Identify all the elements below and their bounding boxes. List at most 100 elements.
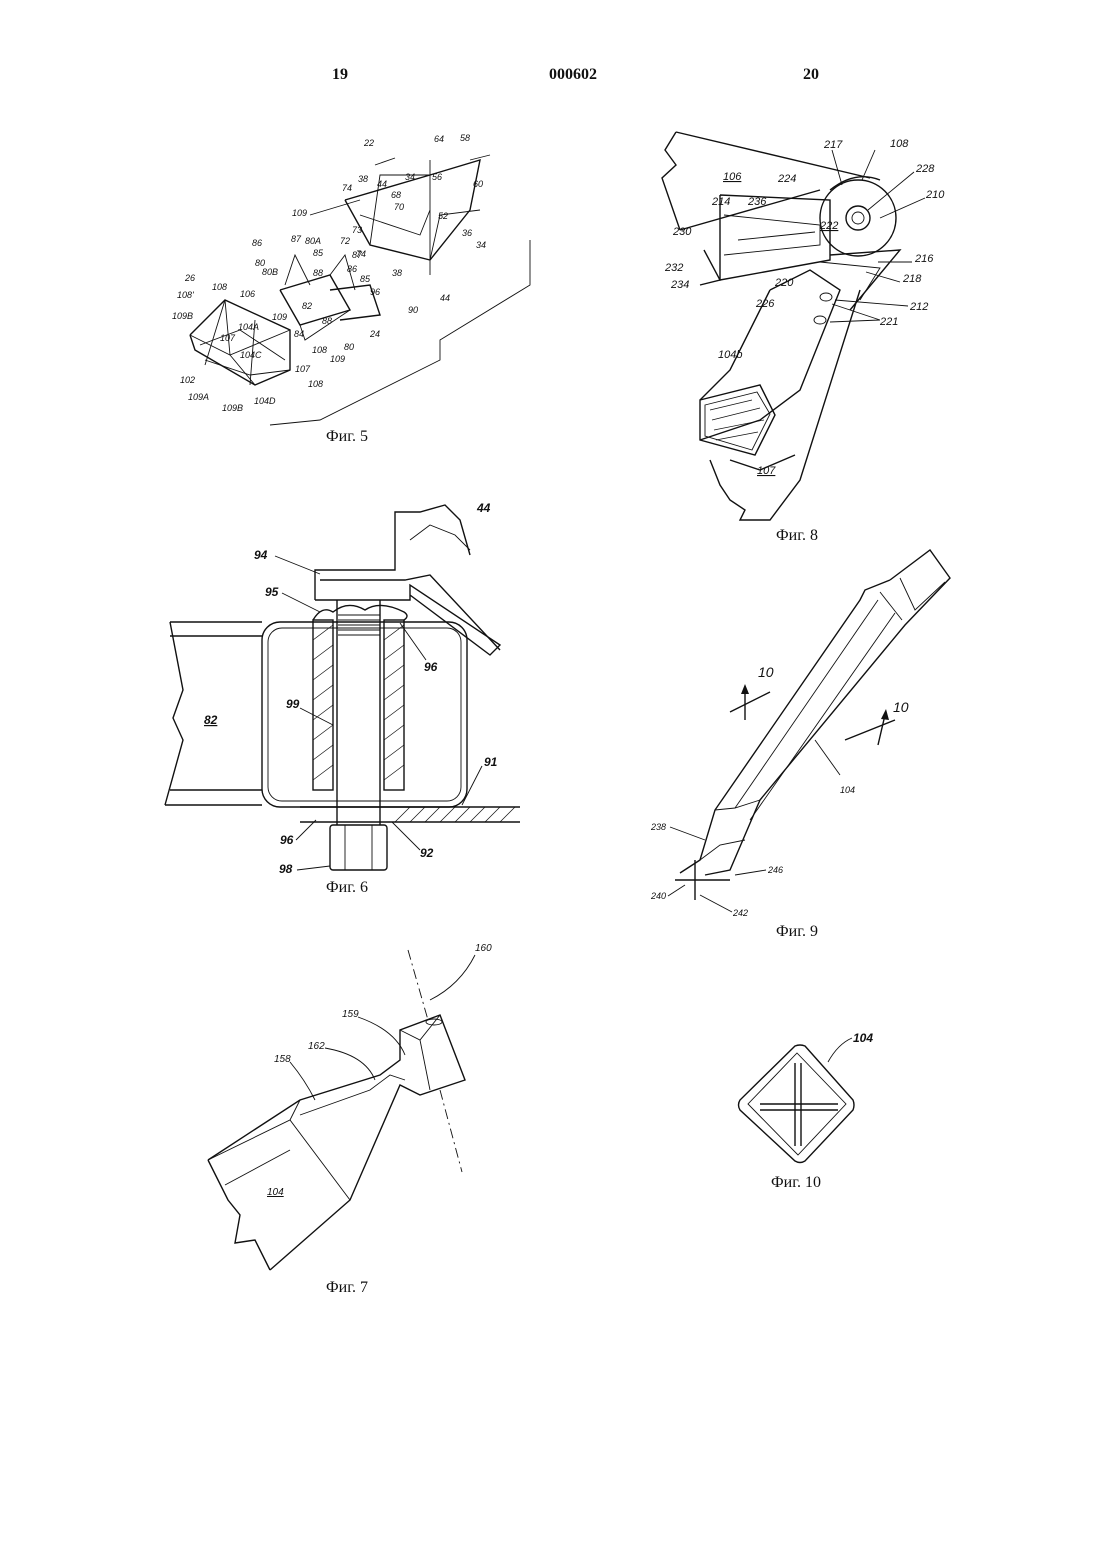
fig5-label: 22: [363, 138, 374, 148]
fig5-label: 86: [252, 238, 262, 248]
fig5-label: 70: [394, 202, 404, 212]
fig8-label: 232: [664, 262, 683, 274]
fig5-label: 34: [405, 172, 415, 182]
fig7-label: 160: [475, 943, 492, 954]
fig5-label: 80A: [305, 236, 321, 246]
fig5-label: 72: [340, 236, 350, 246]
fig8-label: 108: [890, 138, 909, 150]
fig5-label: 80B: [262, 267, 278, 277]
figure-7-caption: Фиг. 7: [326, 1279, 368, 1297]
fig8-label: 218: [902, 273, 922, 285]
fig5-label: 109: [330, 354, 345, 364]
figure-5-caption: Фиг. 5: [326, 428, 368, 446]
fig8-label: 224: [777, 173, 796, 185]
fig5-label: 84: [294, 329, 304, 339]
fig6-label: 82: [204, 713, 218, 727]
fig8-label: 210: [925, 189, 945, 201]
fig5-label: 82: [302, 301, 312, 311]
fig9-label: 240: [650, 891, 666, 901]
fig5-label: 74: [342, 183, 352, 193]
fig5-label: 87: [352, 250, 363, 260]
fig5-label: 74: [356, 249, 366, 259]
fig9-label: 104: [840, 785, 855, 795]
fig5-label: 109B: [172, 311, 193, 321]
fig8-label: 217: [823, 139, 843, 151]
document-number: 000602: [549, 66, 597, 84]
figure-10-caption: Фиг. 10: [771, 1174, 821, 1192]
fig8-label: 216: [914, 253, 934, 265]
fig5-label: 88: [322, 316, 332, 326]
fig5-label: 38: [392, 268, 402, 278]
fig5-label: 56: [432, 172, 442, 182]
fig6-label: 95: [265, 585, 279, 599]
fig5-label: 24: [369, 329, 380, 339]
fig5-label: 80: [255, 258, 265, 268]
fig5-label: 107: [220, 333, 236, 343]
fig9-label: 246: [767, 865, 783, 875]
fig6-label: 96: [424, 660, 438, 674]
fig6-label: 44: [476, 501, 491, 515]
fig8-label: 214: [711, 196, 730, 208]
fig5-label: 52: [438, 211, 448, 221]
fig9-label: 242: [732, 908, 748, 918]
fig5-label: 102: [180, 375, 195, 385]
fig5-label: 34: [476, 240, 486, 250]
fig6-label: 99: [286, 697, 300, 711]
fig8-label: 221: [879, 316, 898, 328]
fig8-label: 106: [723, 171, 742, 183]
figure-8-caption: Фиг. 8: [776, 527, 818, 545]
fig5-label: 58: [460, 133, 470, 143]
fig5-label: 108: [212, 282, 227, 292]
fig5-label: 107: [295, 364, 311, 374]
fig5-label: 85: [360, 274, 371, 284]
fig8-label: 220: [774, 277, 794, 289]
fig6-label: 94: [254, 548, 268, 562]
fig5-label: 108: [312, 345, 327, 355]
fig8-label: 104b: [718, 349, 742, 361]
fig5-label: 86: [347, 264, 357, 274]
fig6-label: 91: [484, 755, 498, 769]
fig5-label: 96: [370, 287, 380, 297]
fig5-label: 104A: [238, 322, 259, 332]
fig5-label: 109B: [222, 403, 243, 413]
fig8-label: 236: [747, 196, 767, 208]
right-page-number: 20: [803, 66, 819, 84]
fig5-label: 109: [272, 312, 287, 322]
fig10-label: 104: [853, 1031, 873, 1045]
fig6-label: 96: [280, 833, 294, 847]
fig8-label: 222: [819, 220, 838, 232]
left-page-number: 19: [332, 66, 348, 84]
fig5-label: 38: [358, 174, 368, 184]
fig8-label: 212: [909, 301, 928, 313]
fig5-label: 87: [291, 234, 302, 244]
fig8-label: 107: [757, 465, 776, 477]
fig7-label: 158: [274, 1054, 291, 1065]
fig5-label: 68: [391, 190, 401, 200]
fig7-label: 159: [342, 1009, 359, 1020]
fig5-label: 44: [440, 293, 450, 303]
fig5-label: 64: [434, 134, 444, 144]
fig5-label: 90: [408, 305, 418, 315]
fig5-label: 106: [240, 289, 255, 299]
fig8-label: 230: [672, 226, 692, 238]
fig5-label: 104C: [240, 350, 262, 360]
fig5-label: 104D: [254, 396, 276, 406]
fig5-label: 88: [313, 268, 323, 278]
fig8-label: 228: [915, 163, 935, 175]
figure-9-caption: Фиг. 9: [776, 923, 818, 941]
fig9-label: 238: [650, 822, 666, 832]
fig9-label: 10: [893, 699, 909, 715]
fig5-label: 44: [377, 179, 387, 189]
fig9-label: 10: [758, 664, 774, 680]
fig8-label: 234: [670, 279, 689, 291]
fig7-label: 104: [267, 1187, 284, 1198]
fig6-label: 98: [279, 862, 293, 876]
fig5-label: 109: [292, 208, 307, 218]
fig5-label: 109A: [188, 392, 209, 402]
fig5-label: 108': [177, 290, 194, 300]
